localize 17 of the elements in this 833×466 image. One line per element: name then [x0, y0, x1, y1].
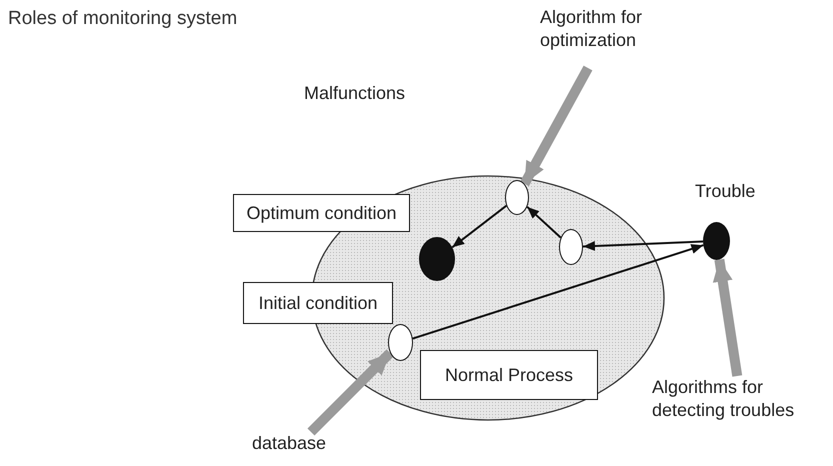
trouble-dot: [703, 222, 730, 260]
process-label-box: Normal Process: [420, 350, 598, 400]
arrow: [526, 206, 562, 238]
diagram-title: Roles of monitoring system: [8, 8, 238, 30]
arrow: [452, 204, 507, 248]
arrow: [412, 244, 704, 340]
state-label: Trouble: [695, 180, 756, 203]
thick-arrow: [712, 258, 742, 377]
condition-label-box: Optimum condition: [233, 194, 410, 232]
thick-arrow: [520, 66, 592, 186]
input-label: Algorithm for optimization: [540, 6, 670, 68]
input-label: database: [252, 432, 342, 460]
input-label: Algorithms for detecting troubles: [652, 376, 832, 438]
region-label: Malfunctions: [304, 82, 406, 105]
arrow: [582, 240, 704, 251]
condition-label-box: Initial condition: [243, 282, 393, 324]
thick-arrow: [307, 349, 394, 436]
